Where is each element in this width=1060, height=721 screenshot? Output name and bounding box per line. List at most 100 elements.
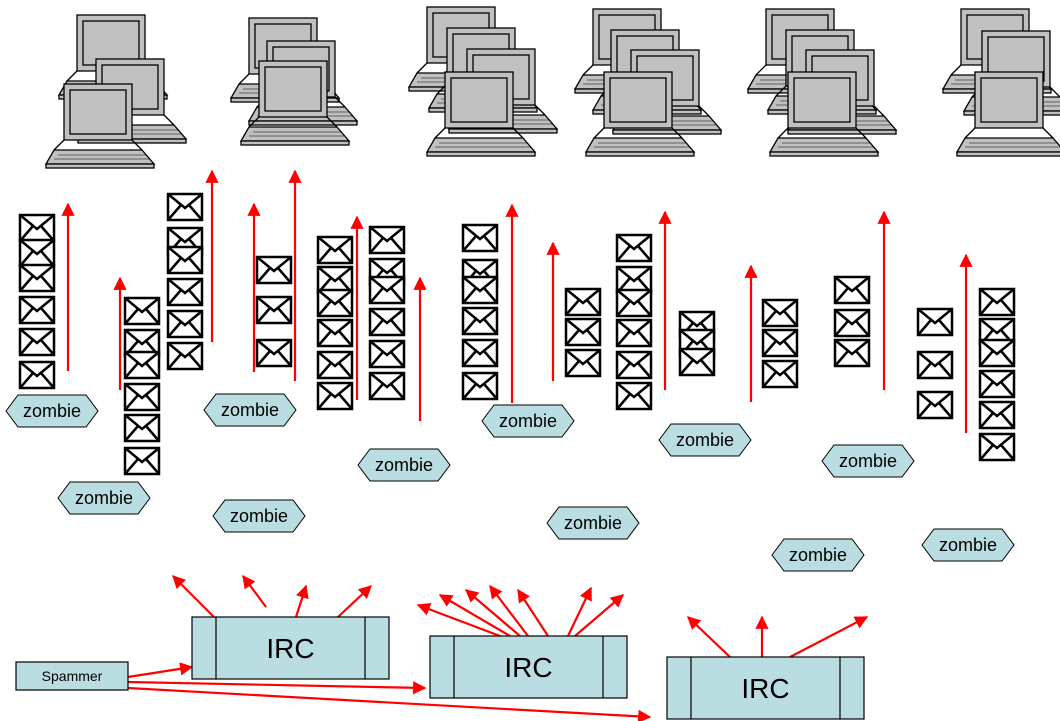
- envelope-icon: [980, 434, 1014, 460]
- envelope-icon: [566, 350, 600, 376]
- envelope-icon: [125, 415, 159, 441]
- envelope-icon: [680, 349, 714, 375]
- zombie-label: zombie: [789, 545, 847, 565]
- zombie-label: zombie: [839, 451, 897, 471]
- message-stack: [918, 309, 952, 418]
- arrow: [440, 595, 510, 636]
- irc-label: IRC: [266, 633, 314, 664]
- message-stack: [680, 312, 714, 375]
- zombie-node: zombie: [204, 394, 296, 426]
- arrow: [128, 667, 192, 677]
- zombie-node: zombie: [822, 445, 914, 477]
- zombie-label: zombie: [221, 400, 279, 420]
- computer-cluster: [46, 15, 186, 168]
- message-stack: [566, 289, 600, 376]
- envelope-icon: [617, 352, 651, 378]
- envelope-icon: [617, 235, 651, 261]
- envelope-icon: [617, 383, 651, 409]
- envelope-icon: [763, 300, 797, 326]
- zombie-node: zombie: [213, 500, 305, 532]
- envelope-icon: [20, 240, 54, 266]
- envelope-icon: [257, 257, 291, 283]
- zombie-label: zombie: [564, 513, 622, 533]
- arrow: [296, 586, 306, 617]
- envelope-icon: [125, 298, 159, 324]
- arrow: [790, 617, 867, 657]
- message-stack: [257, 257, 291, 366]
- zombie-label: zombie: [230, 506, 288, 526]
- envelope-icon: [370, 341, 404, 367]
- envelope-icon: [370, 309, 404, 335]
- envelope-icon: [918, 309, 952, 335]
- arrow: [338, 586, 371, 617]
- envelope-icon: [257, 340, 291, 366]
- computer-clusters: [46, 7, 1060, 168]
- envelope-icon: [980, 402, 1014, 428]
- message-stack: [370, 227, 404, 399]
- zombie-label: zombie: [676, 430, 734, 450]
- envelope-icon: [125, 384, 159, 410]
- irc-server: IRC: [667, 657, 864, 719]
- envelope-icon: [125, 448, 159, 474]
- zombie-node: zombie: [547, 507, 639, 539]
- zombie-node: zombie: [482, 405, 574, 437]
- envelope-icon: [370, 277, 404, 303]
- spammer-label: Spammer: [42, 668, 103, 684]
- message-stack: [20, 215, 54, 388]
- envelope-icon: [463, 308, 497, 334]
- envelope-icon: [566, 319, 600, 345]
- envelope-icon: [20, 362, 54, 388]
- arrow: [688, 617, 730, 657]
- envelope-icon: [566, 289, 600, 315]
- envelope-icon: [463, 225, 497, 251]
- zombie-label: zombie: [75, 488, 133, 508]
- envelope-icon: [370, 373, 404, 399]
- envelope-icon: [168, 279, 202, 305]
- zombie-node: zombie: [772, 539, 864, 571]
- irc-servers: IRC IRC IRC: [192, 617, 864, 719]
- envelope-icon: [835, 340, 869, 366]
- envelope-icon: [20, 215, 54, 241]
- envelope-icon: [318, 290, 352, 316]
- envelope-icon: [20, 297, 54, 323]
- computer-cluster: [231, 18, 357, 145]
- envelope-icon: [835, 310, 869, 336]
- envelope-icon: [980, 289, 1014, 315]
- arrow: [173, 576, 214, 617]
- message-stack: [463, 225, 497, 399]
- zombie-label: zombie: [375, 455, 433, 475]
- arrow: [243, 576, 266, 607]
- envelope-icon: [918, 392, 952, 418]
- envelope-icon: [763, 361, 797, 387]
- envelope-icon: [918, 352, 952, 378]
- irc-server: IRC: [192, 617, 389, 679]
- zombie-node: zombie: [358, 449, 450, 481]
- computer-cluster: [575, 9, 721, 156]
- envelope-icon: [20, 265, 54, 291]
- arrow: [575, 595, 623, 636]
- envelope-icon: [20, 329, 54, 355]
- computer-cluster: [409, 7, 557, 156]
- spammer-node: Spammer: [16, 662, 128, 690]
- message-stack: [318, 237, 352, 409]
- arrow: [568, 588, 591, 636]
- message-stack: [835, 277, 869, 366]
- zombie-label: zombie: [499, 411, 557, 431]
- computer-cluster: [748, 9, 896, 156]
- message-stack: [125, 298, 159, 474]
- envelope-icon: [463, 340, 497, 366]
- envelope-icon: [168, 311, 202, 337]
- irc-label: IRC: [741, 673, 789, 704]
- envelope-icon: [980, 371, 1014, 397]
- envelope-icon: [370, 227, 404, 253]
- zombie-node: zombie: [58, 482, 150, 514]
- envelope-icon: [125, 352, 159, 378]
- envelope-icon: [617, 290, 651, 316]
- irc-server: IRC: [430, 636, 627, 698]
- envelope-icon: [463, 277, 497, 303]
- envelope-icon: [835, 277, 869, 303]
- zombie-node: zombie: [6, 395, 98, 427]
- envelope-icon: [980, 340, 1014, 366]
- envelope-icon: [318, 320, 352, 346]
